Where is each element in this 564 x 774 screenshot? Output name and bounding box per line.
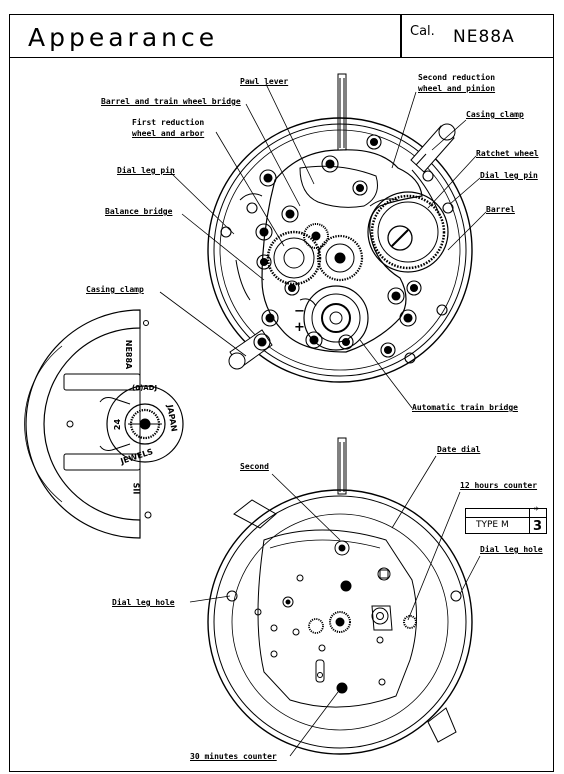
label-ratchet-wheel: Ratchet wheel <box>476 149 539 158</box>
page-title: Appearance <box>28 23 219 52</box>
label-twelve-hours-counter: 12 hours counter <box>460 481 538 490</box>
rotor-text-24: 24 <box>113 418 123 431</box>
first-reduction-wheel <box>266 230 322 286</box>
casing-clamp-top <box>410 123 456 173</box>
type-box-divider <box>529 509 530 533</box>
caliber-label: Cal. <box>410 24 435 39</box>
label-second-reduction-line2: wheel and pinion <box>418 84 496 93</box>
title-block: Appearance Cal. NE88A <box>10 15 553 58</box>
title-divider <box>400 15 402 58</box>
type-box: TYPE M * 3 <box>465 506 547 534</box>
label-barrel: Barrel <box>486 205 515 214</box>
label-date-dial: Date dial <box>437 445 481 454</box>
barrel <box>367 191 449 273</box>
label-dial-leg-pin-right: Dial leg pin <box>480 171 538 180</box>
label-balance-bridge: Balance bridge <box>105 207 173 216</box>
rotor-text-model: NE88A <box>124 339 134 370</box>
movement-dial-view <box>207 437 473 755</box>
label-casing-clamp-left: Casing clamp <box>86 285 144 294</box>
label-dial-leg-hole-left: Dial leg hole <box>112 598 175 607</box>
label-thirty-minutes-counter: 30 minutes counter <box>190 752 277 761</box>
dial-features <box>226 540 462 694</box>
movement-back-view <box>207 73 473 383</box>
leader-lines <box>159 83 487 757</box>
type-star: * <box>534 506 539 516</box>
rotor-weight <box>24 309 184 539</box>
drawing-frame: Appearance Cal. NE88A <box>9 14 554 772</box>
label-second-reduction-line1: Second reduction <box>418 73 496 82</box>
label-second: Second <box>240 462 269 471</box>
label-automatic-train-bridge: Automatic train bridge <box>412 403 518 412</box>
type-label: TYPE M <box>476 520 509 530</box>
label-first-reduction-line2: wheel and arbor <box>132 129 205 138</box>
second-reduction-wheel <box>303 223 329 249</box>
type-box-header <box>466 509 546 518</box>
type-number: 3 <box>533 519 543 534</box>
label-pawl-lever: Pawl lever <box>240 77 289 86</box>
rotor-text-maker: SII <box>131 482 141 495</box>
rotor-text-adj: (0)ADJ <box>132 384 158 392</box>
label-first-reduction-line1: First reduction <box>132 118 205 127</box>
label-dial-leg-hole-right: Dial leg hole <box>480 545 543 554</box>
balance-wheel <box>299 285 369 351</box>
label-barrel-bridge: Barrel and train wheel bridge <box>101 97 241 106</box>
train-wheel <box>316 234 364 282</box>
label-casing-clamp-top: Casing clamp <box>466 110 524 119</box>
balance-minus-mark: − <box>294 304 305 319</box>
label-dial-leg-pin-left: Dial leg pin <box>117 166 175 175</box>
screws-top <box>220 134 454 364</box>
balance-plus-mark: + <box>294 320 305 335</box>
caliber-value: NE88A <box>453 27 515 47</box>
